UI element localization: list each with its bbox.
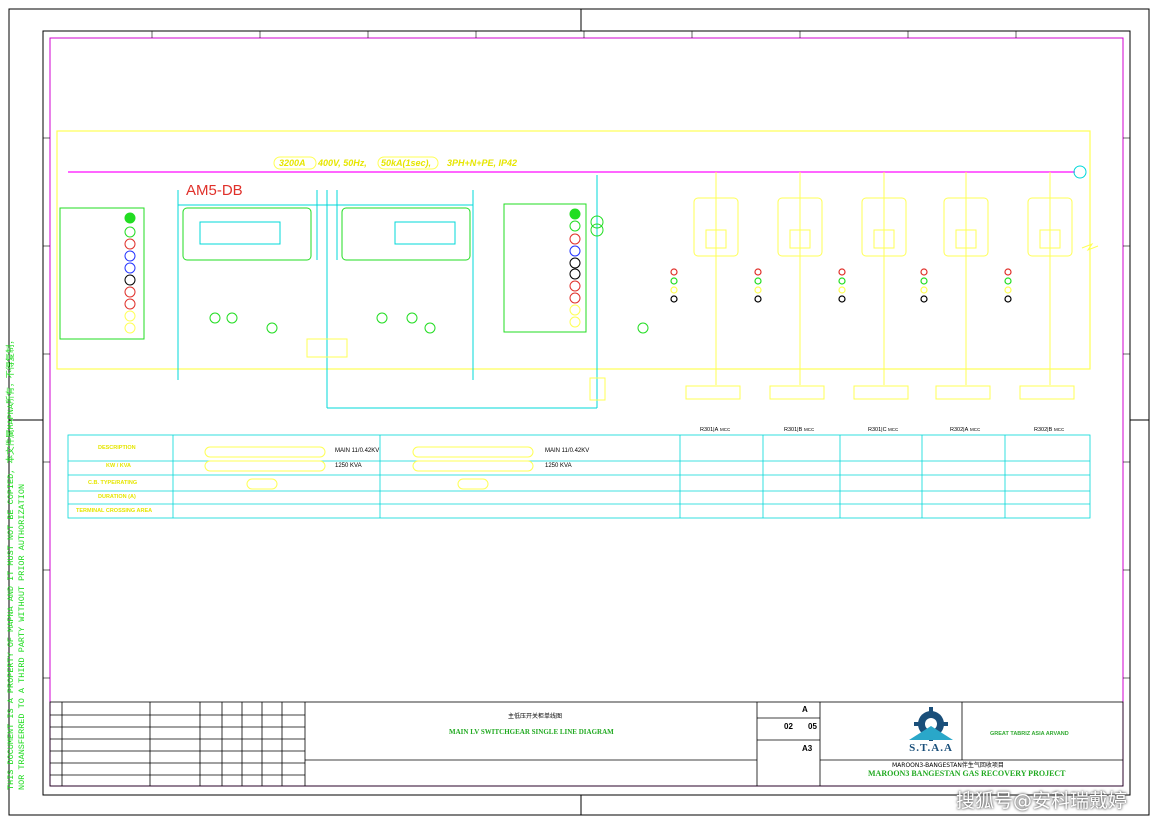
sheet-size: A3	[802, 744, 813, 753]
watermark: 搜狐号@安科瑞戴婷	[955, 790, 1127, 812]
metering-box	[589, 377, 606, 401]
schedule-row-cb: C.B. TYPE/RATING	[88, 480, 138, 486]
ct-symbols	[209, 215, 649, 334]
magenta-border	[49, 37, 1124, 787]
feeder-id-5: R302|B	[1034, 427, 1053, 433]
incomer-1-relay	[182, 207, 312, 261]
busbar-system: 3PH+N+PE, IP42	[447, 158, 518, 168]
schedule-row-terminal: TERMINAL CROSSING AREA	[76, 508, 153, 514]
feeder-id-4: R302|A	[950, 427, 969, 433]
logo-text: S.T.A.A	[909, 742, 953, 754]
incomer-1-label: MAIN 11/0.42KV	[335, 448, 380, 454]
schedule-row-description: DESCRIPTION	[98, 445, 136, 451]
schedule-row-kw: KW / KVA	[106, 463, 131, 469]
right-indication-panel	[503, 203, 587, 333]
drawing-frame	[42, 30, 1131, 796]
feeder-id-3: R301|C	[868, 427, 887, 433]
incomer-2-label: MAIN 11/0.42KV	[545, 448, 590, 454]
busbar-voltage: 400V, 50Hz,	[318, 158, 367, 168]
bus-coupler-box	[306, 338, 348, 358]
project-name: MAROON3 BANGESTAN GAS RECOVERY PROJECT	[868, 769, 1066, 778]
busbar-fault: 50kA(1sec),	[381, 158, 432, 168]
sheet-border	[8, 8, 1150, 816]
feeder-unit-5: MCC	[1054, 427, 1065, 432]
ownership-note-line-2: NOR TRANSFERRED TO A THIRD PARTY WITHOUT…	[17, 483, 27, 790]
feeder-unit-1: MCC	[720, 427, 731, 432]
client-name: GREAT TABRIZ ASIA ARVAND	[990, 731, 1069, 737]
feeder-id-2: R301|B	[784, 427, 803, 433]
busbar-rating	[273, 156, 439, 170]
switchgear-panel-outline	[56, 130, 1091, 370]
sheet-number: 02	[784, 722, 793, 731]
schedule-table	[67, 434, 1091, 519]
busbar-rating-a: 3200A	[279, 158, 306, 168]
title-block	[49, 701, 1124, 787]
ownership-note: THIS DOCUMENT IS A PROPERTY OF MAPNA AND…	[6, 336, 28, 790]
project-cn: MAROON3-BANGESTAN伴生气回收项目	[892, 762, 1004, 769]
drawing-title-cn: 主低压开关柜单线图	[508, 713, 563, 720]
left-indicator-lamps	[124, 212, 136, 334]
feeder-unit-2: MCC	[804, 427, 815, 432]
feeder-unit-4: MCC	[970, 427, 981, 432]
schedule-incomer-bars	[204, 446, 534, 490]
feeder-id-1: R301|A	[700, 427, 719, 433]
callout-label: AM5-DB	[186, 182, 243, 199]
right-indicator-lamps	[569, 208, 581, 328]
sheet-of: 05	[808, 722, 817, 731]
incomer-2-relay	[341, 207, 471, 261]
busbar-end-marker	[1073, 165, 1087, 179]
incomer-1-rating: 1250 KVA	[335, 463, 362, 469]
ownership-note-line-1: THIS DOCUMENT IS A PROPERTY OF MAPNA AND…	[6, 336, 16, 790]
staa-logo: S.T.A.A	[905, 706, 957, 754]
incomer-2-rating: 1250 KVA	[545, 463, 572, 469]
drawing-title: MAIN LV SWITCHGEAR SINGLE LINE DIAGRAM	[449, 728, 614, 736]
feeder-unit-3: MCC	[888, 427, 899, 432]
left-indication-panel	[59, 207, 145, 340]
rev-value: A	[802, 705, 808, 714]
surge-symbol	[1081, 242, 1099, 252]
gear-icon	[909, 707, 953, 741]
schedule-row-duration: DURATION (A)	[98, 494, 136, 500]
